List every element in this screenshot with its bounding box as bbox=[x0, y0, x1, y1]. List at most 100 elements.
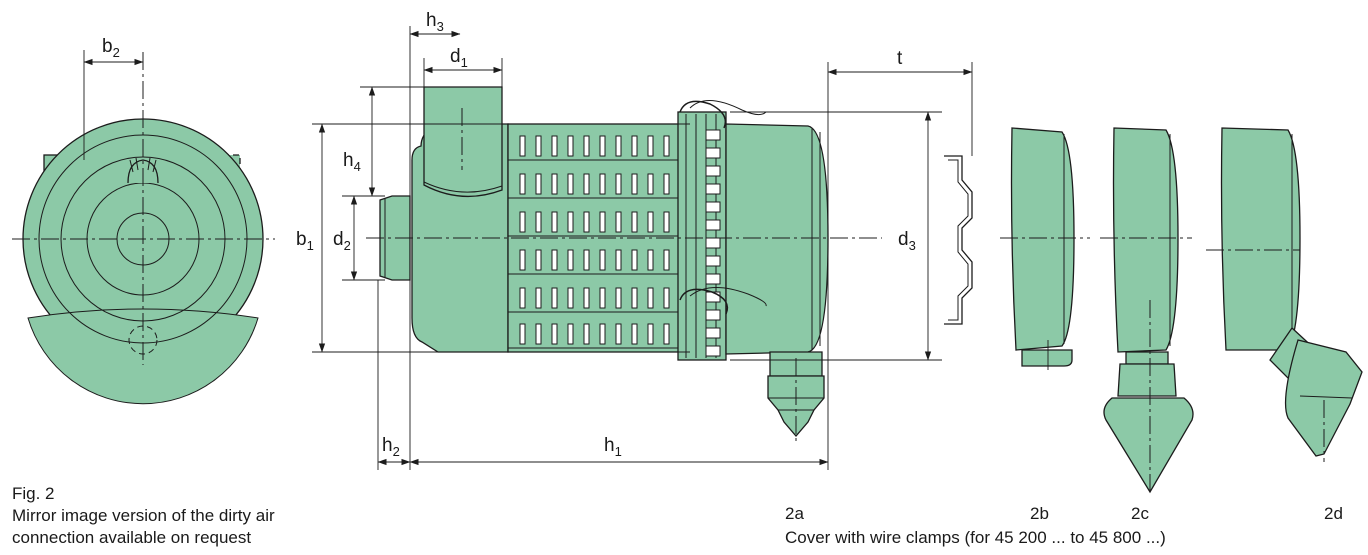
vent-slot bbox=[583, 287, 590, 309]
variant-2b-cover bbox=[1010, 127, 1075, 351]
cover bbox=[725, 123, 829, 355]
vent-slot bbox=[647, 173, 654, 195]
vent-slot bbox=[599, 211, 606, 233]
dimension-lines bbox=[312, 26, 973, 470]
vent-slot bbox=[631, 287, 638, 309]
dim-label-d2: d2 bbox=[333, 229, 351, 253]
dim-label-h4: h4 bbox=[343, 150, 361, 174]
vent-slot bbox=[663, 173, 670, 195]
figure-note-line1: Mirror image version of the dirty air bbox=[12, 506, 275, 525]
cover-profile bbox=[944, 155, 973, 325]
vent-slot bbox=[615, 135, 622, 157]
vent-slot bbox=[567, 173, 574, 195]
vent-slot bbox=[567, 249, 574, 271]
ring-tab bbox=[705, 219, 721, 231]
vent-slot bbox=[519, 211, 526, 233]
vent-slot bbox=[519, 135, 526, 157]
dim-label-d3: d3 bbox=[898, 229, 916, 253]
variant-2c bbox=[1100, 127, 1194, 494]
vent-slot bbox=[599, 173, 606, 195]
vent-slot bbox=[631, 249, 638, 271]
vent-slot bbox=[631, 211, 638, 233]
variant-2d bbox=[1206, 127, 1363, 462]
vent-slot bbox=[519, 323, 526, 345]
vent-slot bbox=[583, 135, 590, 157]
ring-tab bbox=[705, 165, 721, 177]
figure-label: Fig. 2 bbox=[12, 484, 55, 503]
ring-tab bbox=[705, 129, 721, 141]
vent-slot bbox=[599, 249, 606, 271]
vent-slot bbox=[535, 249, 542, 271]
dim-label-b1: b1 bbox=[296, 229, 314, 253]
vent-slot bbox=[551, 211, 558, 233]
variant-2d-dust-valve bbox=[1284, 339, 1363, 457]
ring-tab bbox=[705, 255, 721, 267]
dim-label-b2: b2 bbox=[102, 36, 120, 60]
vent-slot bbox=[551, 173, 558, 195]
vent-slot bbox=[615, 211, 622, 233]
vent-slot bbox=[551, 249, 558, 271]
side-view bbox=[12, 50, 275, 405]
vent-slot bbox=[567, 135, 574, 157]
vent-slot bbox=[583, 249, 590, 271]
vent-slot bbox=[535, 287, 542, 309]
vent-slot bbox=[535, 135, 542, 157]
vent-slot bbox=[567, 323, 574, 345]
variant-2c-cover bbox=[1112, 127, 1179, 353]
ring-tab bbox=[705, 309, 721, 321]
vent-slot bbox=[583, 173, 590, 195]
vent-slot bbox=[583, 211, 590, 233]
vent-slot bbox=[663, 287, 670, 309]
vent-slot bbox=[519, 287, 526, 309]
ring-tab bbox=[705, 327, 721, 339]
vent-slot bbox=[615, 287, 622, 309]
figure-caption: Fig. 2 Mirror image version of the dirty… bbox=[12, 483, 412, 549]
filter-housing-slots bbox=[508, 135, 680, 349]
vent-slot bbox=[647, 135, 654, 157]
dim-label-h1: h1 bbox=[604, 435, 622, 459]
vent-slot bbox=[631, 323, 638, 345]
vent-slot bbox=[615, 173, 622, 195]
vent-slot bbox=[583, 323, 590, 345]
figure-note-line2: connection available on request bbox=[12, 528, 252, 547]
vent-slot bbox=[663, 249, 670, 271]
vent-slot bbox=[599, 287, 606, 309]
variant-2b bbox=[1000, 127, 1090, 370]
variant-label-2b: 2b bbox=[1030, 504, 1049, 523]
vent-slot bbox=[631, 135, 638, 157]
vent-slot bbox=[535, 211, 542, 233]
dim-label-h2: h2 bbox=[382, 435, 400, 459]
vent-slot bbox=[519, 249, 526, 271]
ring-tab bbox=[705, 183, 721, 195]
vent-slot bbox=[599, 323, 606, 345]
ring-tab bbox=[705, 201, 721, 213]
variant-2c-dust-valve bbox=[1103, 397, 1194, 494]
vent-slot bbox=[535, 323, 542, 345]
ring-tab bbox=[705, 273, 721, 285]
vent-slot bbox=[567, 287, 574, 309]
vent-slot bbox=[599, 135, 606, 157]
dim-label-h3: h3 bbox=[426, 10, 444, 34]
vent-slot bbox=[647, 287, 654, 309]
vent-slot bbox=[551, 287, 558, 309]
vent-slot bbox=[615, 323, 622, 345]
vent-slot bbox=[535, 173, 542, 195]
vent-slot bbox=[631, 173, 638, 195]
vent-slot bbox=[647, 323, 654, 345]
vent-slot bbox=[551, 135, 558, 157]
ring-tab bbox=[705, 345, 721, 357]
variant-2b-outlet bbox=[1021, 349, 1073, 367]
ring-tab bbox=[705, 291, 721, 303]
ring-tab bbox=[705, 147, 721, 159]
vent-slot bbox=[647, 211, 654, 233]
vent-slot bbox=[615, 249, 622, 271]
vent-slot bbox=[519, 173, 526, 195]
vent-slot bbox=[663, 135, 670, 157]
dirty-air-inlet bbox=[423, 86, 503, 198]
dim-label-t: t bbox=[897, 48, 903, 69]
main-view bbox=[366, 86, 882, 442]
variant-2d-cover bbox=[1220, 127, 1301, 351]
cover-caption: Cover with wire clamps (for 45 200 ... t… bbox=[785, 528, 1166, 547]
variant-label-2d: 2d bbox=[1324, 504, 1343, 523]
